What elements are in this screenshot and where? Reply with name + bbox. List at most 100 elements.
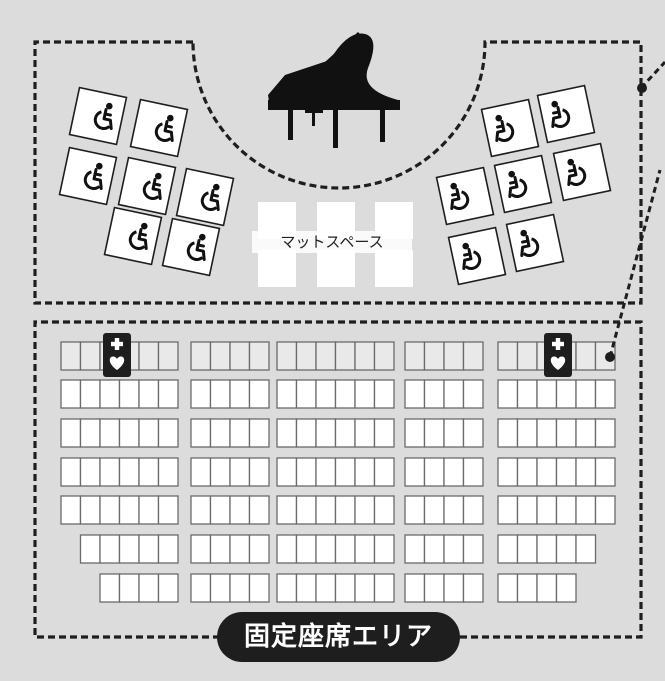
seat: [354, 457, 376, 487]
seat: [276, 534, 298, 564]
seat: [315, 573, 337, 603]
seat: [138, 418, 160, 448]
seat: [423, 457, 445, 487]
seat: [276, 573, 298, 603]
seat: [157, 341, 179, 371]
seat: [575, 495, 597, 525]
seat: [190, 379, 212, 409]
seat: [209, 495, 231, 525]
seat: [79, 534, 101, 564]
seat: [138, 534, 160, 564]
seat: [60, 341, 82, 371]
wheelchair-space: [552, 142, 612, 202]
seat: [209, 379, 231, 409]
seat: [60, 418, 82, 448]
wheelchair-space: [493, 154, 553, 214]
seat: [443, 534, 465, 564]
wheelchair-space: [435, 166, 495, 226]
seat: [594, 418, 616, 448]
seat: [555, 495, 577, 525]
seat: [334, 495, 356, 525]
seat: [354, 573, 376, 603]
seat: [315, 457, 337, 487]
seat: [79, 457, 101, 487]
wheelchair-space: [505, 213, 565, 273]
seat: [315, 495, 337, 525]
seat: [354, 379, 376, 409]
seat: [443, 495, 465, 525]
seat: [497, 534, 519, 564]
mat-tile: [317, 250, 355, 287]
seat: [555, 418, 577, 448]
seat: [315, 379, 337, 409]
seat: [373, 534, 395, 564]
seat: [295, 534, 317, 564]
wheelchair-space: [58, 146, 118, 206]
seat: [404, 495, 426, 525]
seat: [462, 457, 484, 487]
seat: [443, 418, 465, 448]
seat: [373, 341, 395, 371]
seat: [404, 379, 426, 409]
seat: [157, 457, 179, 487]
seat: [516, 495, 538, 525]
seat: [229, 341, 251, 371]
seat: [138, 457, 160, 487]
seat: [373, 418, 395, 448]
seat: [575, 457, 597, 487]
seat: [536, 457, 558, 487]
seat: [575, 534, 597, 564]
seat: [462, 341, 484, 371]
seat: [248, 573, 270, 603]
seat: [99, 495, 121, 525]
seat: [334, 573, 356, 603]
seat: [462, 534, 484, 564]
seat: [79, 341, 101, 371]
mat-tile: [258, 250, 296, 287]
seat: [594, 379, 616, 409]
seat: [373, 495, 395, 525]
seat: [99, 457, 121, 487]
seat: [497, 418, 519, 448]
seat: [354, 418, 376, 448]
seat: [190, 573, 212, 603]
seat: [118, 418, 140, 448]
seat: [138, 495, 160, 525]
fixed-seats: [60, 341, 616, 603]
seat: [229, 495, 251, 525]
seat: [594, 495, 616, 525]
seat: [575, 418, 597, 448]
seat: [248, 495, 270, 525]
wheelchair-space: [447, 226, 507, 286]
seat: [423, 573, 445, 603]
seat: [118, 573, 140, 603]
seat: [423, 379, 445, 409]
seat: [138, 573, 160, 603]
seat: [404, 457, 426, 487]
seat: [229, 418, 251, 448]
seat: [516, 534, 538, 564]
seat: [295, 573, 317, 603]
seat: [79, 495, 101, 525]
seat: [295, 457, 317, 487]
seat: [462, 573, 484, 603]
seat: [229, 379, 251, 409]
wheelchair-space: [161, 217, 221, 277]
seat: [404, 573, 426, 603]
seat: [229, 573, 251, 603]
seat: [354, 341, 376, 371]
seat: [373, 457, 395, 487]
seat: [555, 534, 577, 564]
seat: [575, 341, 597, 371]
seat: [60, 457, 82, 487]
seat: [138, 341, 160, 371]
seat: [575, 379, 597, 409]
seat: [497, 341, 519, 371]
seat: [190, 418, 212, 448]
seat: [354, 495, 376, 525]
seat: [276, 341, 298, 371]
seat: [334, 379, 356, 409]
priority-seat-icon: [544, 333, 572, 377]
seat: [373, 573, 395, 603]
